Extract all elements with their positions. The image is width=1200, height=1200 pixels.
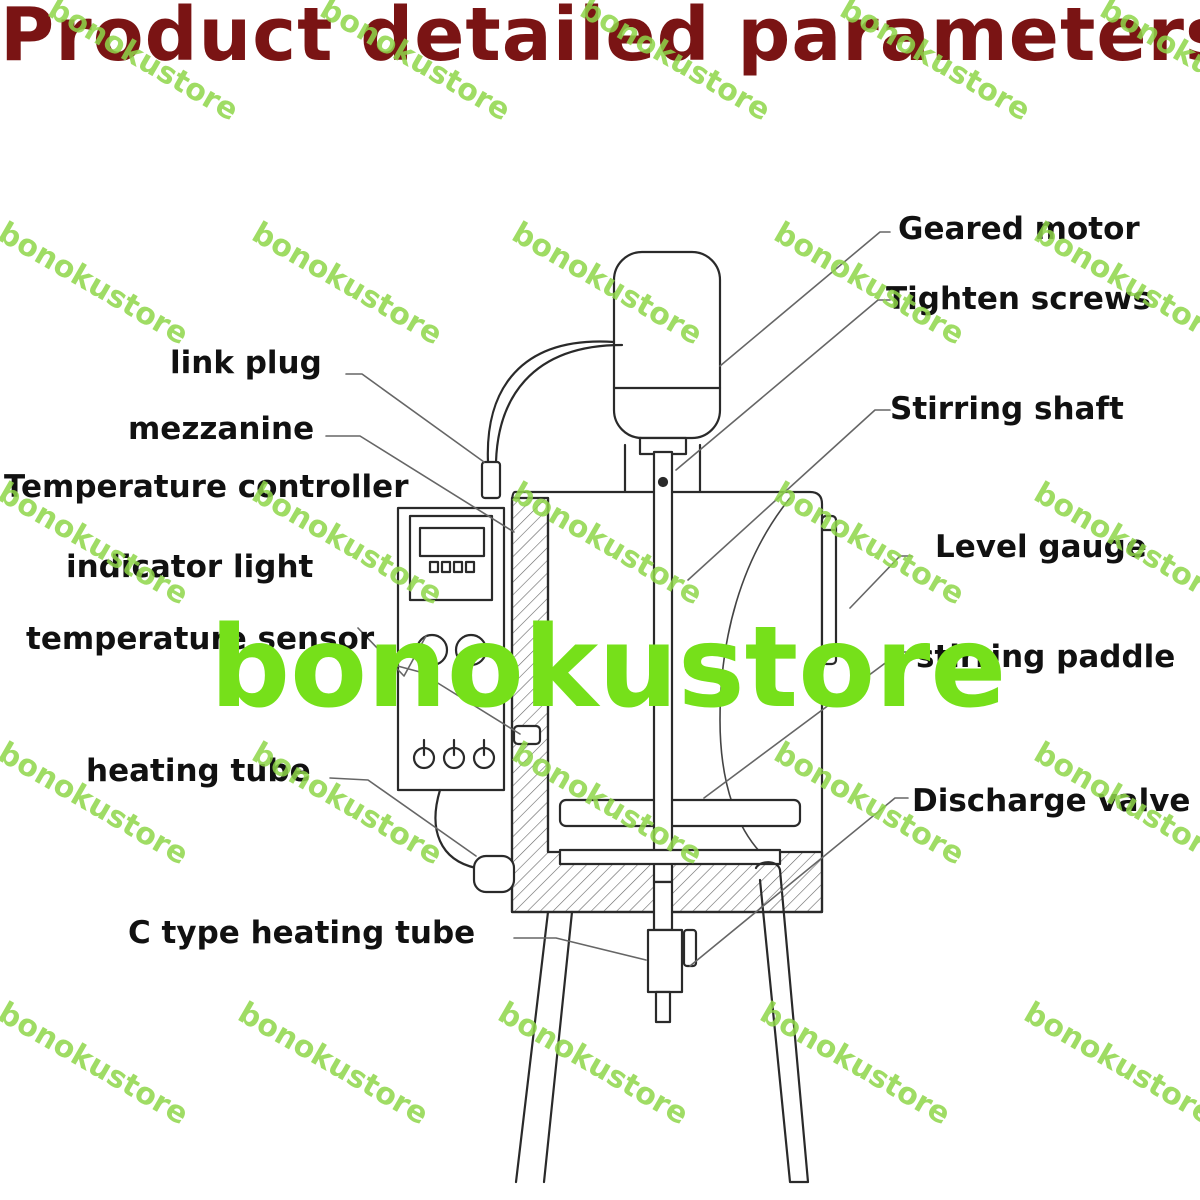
label-c-type-heating-tube: C type heating tube — [128, 915, 476, 951]
label-heating-tube: heating tube — [86, 753, 311, 789]
label-tighten-screws: Tighten screws — [886, 281, 1151, 317]
label-temperature-sensor: temperature sensor — [26, 621, 375, 657]
label-mezzanine: mezzanine — [128, 411, 315, 447]
tank-legs — [514, 861, 810, 1184]
stirring-shaft — [558, 450, 782, 884]
label-discharge-valve: Discharge valve — [912, 783, 1191, 819]
label-level-gauge: Level gauge — [935, 529, 1147, 565]
c-type-heating-tube — [472, 854, 516, 894]
watermark-large: bonokustore — [210, 603, 1007, 733]
label-stirring-shaft: Stirring shaft — [890, 391, 1124, 427]
level-gauge — [820, 514, 838, 666]
label-temperature-controller: Temperature controller — [4, 469, 409, 505]
control-box — [396, 506, 506, 870]
label-indicator-light: indicator light — [66, 549, 314, 585]
label-geared-motor: Geared motor — [898, 211, 1140, 247]
label-link-plug: link plug — [170, 345, 322, 381]
label-stirring-paddle: stirring paddle — [916, 639, 1176, 675]
leader-lines — [325, 231, 919, 967]
page-title: Product detailed parameters — [0, 0, 1200, 78]
discharge-valve — [646, 880, 698, 1024]
link-plug — [480, 340, 624, 500]
geared-motor — [612, 250, 722, 494]
